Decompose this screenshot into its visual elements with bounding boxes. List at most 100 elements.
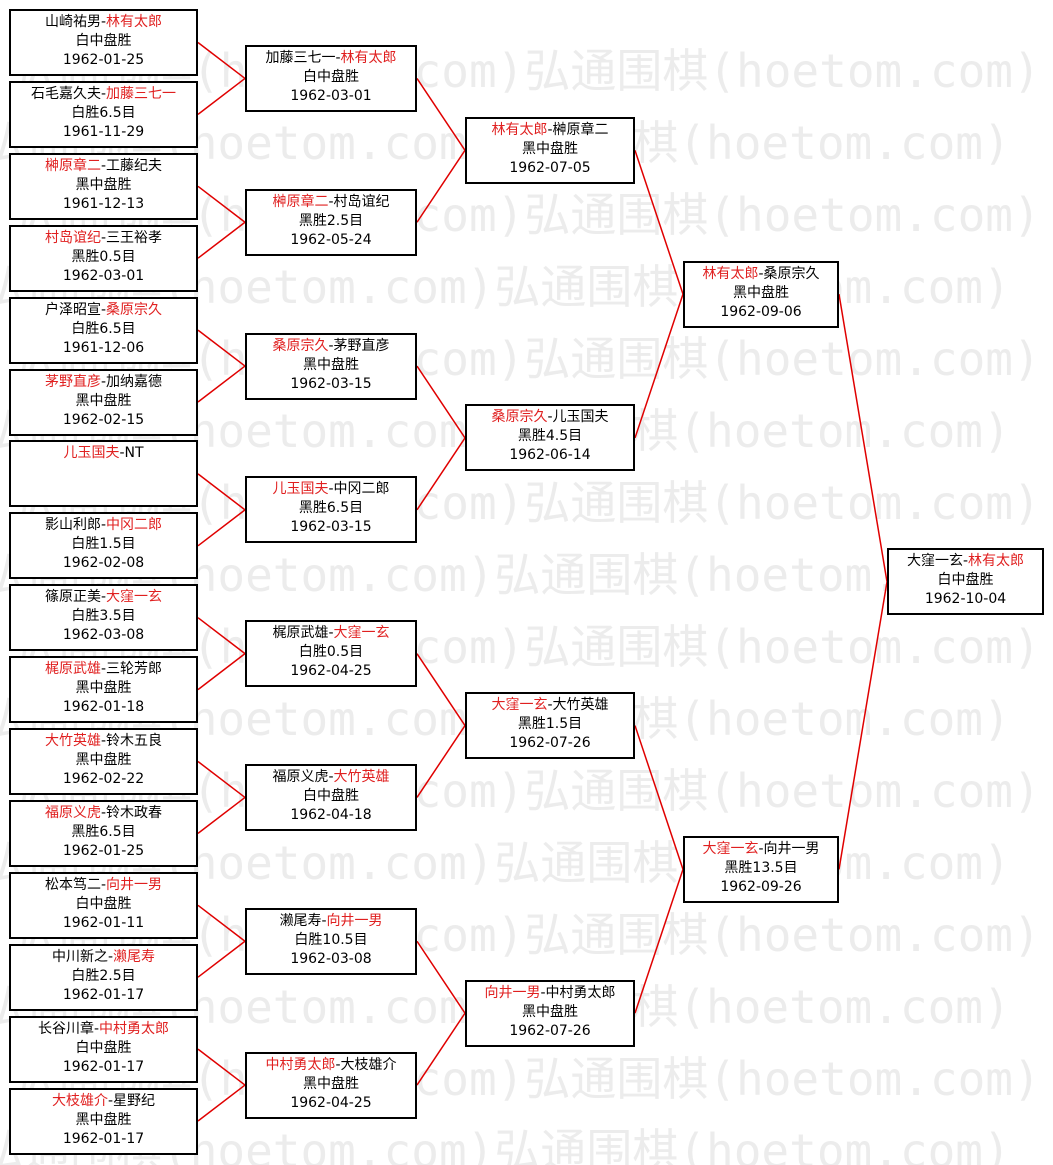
match-date: 1962-02-08 bbox=[62, 555, 145, 571]
player-white: 星野纪 bbox=[113, 1093, 156, 1109]
match-result bbox=[11, 463, 196, 482]
match-result: 黑中盘胜 bbox=[522, 141, 578, 157]
bracket-connector bbox=[634, 725, 684, 870]
bracket-connector bbox=[634, 869, 684, 1014]
player-white: 大竹英雄 bbox=[552, 697, 609, 713]
bracket-connector bbox=[197, 796, 246, 834]
match-result: 黑中盘胜 bbox=[75, 393, 132, 409]
match-date: 1962-03-15 bbox=[290, 376, 372, 392]
match-players: 影山利郎-中冈二郎 bbox=[44, 517, 163, 533]
match-result: 黑中盘胜 bbox=[75, 177, 132, 193]
bracket-connector bbox=[416, 365, 466, 439]
match-result: 白胜6.5目 bbox=[71, 105, 136, 121]
match-result: 黑中盘胜 bbox=[75, 1112, 132, 1128]
bracket-connector bbox=[197, 365, 246, 403]
player-white: 加纳嘉德 bbox=[106, 374, 163, 390]
bracket-connector bbox=[838, 294, 888, 582]
player-black: 中村勇太郎 bbox=[265, 1057, 336, 1073]
match-date: 1962-03-15 bbox=[290, 519, 372, 535]
match-result: 黑胜2.5目 bbox=[298, 213, 364, 229]
match-date: 1962-07-05 bbox=[509, 160, 591, 176]
player-black: 桑原宗久 bbox=[491, 409, 548, 425]
match-players: 濑尾寿-向井一男 bbox=[279, 913, 383, 929]
player-black: 福原义虎 bbox=[44, 805, 101, 821]
match-players: 儿玉国夫-NT bbox=[63, 445, 144, 461]
match-box-round1: 影山利郎-中冈二郎白胜1.5目 1962-02-08 bbox=[9, 512, 198, 579]
player-white: 林有太郎 bbox=[106, 14, 163, 30]
match-result: 白中盘胜 bbox=[303, 788, 359, 804]
match-result: 白中盘胜 bbox=[75, 33, 132, 49]
player-black: 向井一男 bbox=[484, 985, 541, 1001]
player-white: 林有太郎 bbox=[340, 50, 397, 66]
player-black: 篠原正美 bbox=[44, 589, 101, 605]
match-result: 黑中盘胜 bbox=[733, 285, 789, 301]
bracket-connector bbox=[634, 150, 684, 295]
match-box-round3: 林有太郎-榊原章二黑中盘胜 1962-07-05 bbox=[465, 117, 635, 184]
bracket-connector bbox=[416, 78, 466, 151]
player-white: 向井一男 bbox=[326, 913, 383, 929]
player-black: 石毛嘉久夫 bbox=[30, 86, 101, 102]
match-players: 林有太郎-榊原章二 bbox=[491, 122, 609, 138]
match-date: 1962-02-15 bbox=[62, 412, 145, 428]
bracket-connector bbox=[634, 293, 684, 439]
bracket-connector bbox=[197, 41, 246, 80]
player-white: 中冈二郎 bbox=[106, 517, 163, 533]
player-black: 大竹英雄 bbox=[44, 733, 101, 749]
player-black: 榊原章二 bbox=[272, 194, 329, 210]
player-white: 铃木政春 bbox=[106, 805, 163, 821]
bracket-connector bbox=[416, 940, 466, 1014]
match-players: 梶原武雄-大窪一玄 bbox=[272, 625, 390, 641]
match-result: 白胜10.5目 bbox=[294, 932, 368, 948]
match-players: 大窪一玄-林有太郎 bbox=[906, 553, 1025, 569]
match-date: 1962-10-04 bbox=[924, 591, 1007, 607]
player-black: 榊原章二 bbox=[44, 158, 101, 174]
match-date: 1962-04-18 bbox=[290, 807, 372, 823]
match-box-round1: 茅野直彦-加纳嘉德黑中盘胜 1962-02-15 bbox=[9, 369, 198, 436]
bracket-connector bbox=[197, 904, 246, 942]
player-black: 大窪一玄 bbox=[702, 841, 759, 857]
match-result: 黑中盘胜 bbox=[75, 752, 132, 768]
match-date: 1962-04-25 bbox=[290, 1095, 372, 1111]
match-players: 户泽昭宣-桑原宗久 bbox=[44, 302, 163, 318]
match-result: 白中盘胜 bbox=[75, 1040, 132, 1056]
player-black: 福原义虎 bbox=[272, 769, 329, 785]
match-date: 1962-01-11 bbox=[62, 915, 145, 931]
player-white: 大窪一玄 bbox=[106, 589, 163, 605]
player-black: 大窪一玄 bbox=[491, 697, 548, 713]
match-date: 1962-03-08 bbox=[290, 951, 372, 967]
player-white: 儿玉国夫 bbox=[552, 409, 609, 425]
match-players: 茅野直彦-加纳嘉德 bbox=[44, 374, 163, 390]
bracket-connector bbox=[197, 760, 246, 799]
match-players: 梶原武雄-三轮芳郎 bbox=[44, 661, 163, 677]
player-black: 村岛谊纪 bbox=[44, 230, 101, 246]
match-result: 黑中盘胜 bbox=[75, 680, 132, 696]
player-black: 大枝雄介 bbox=[51, 1093, 108, 1109]
player-black: 儿玉国夫 bbox=[272, 481, 329, 497]
match-date: 1961-11-29 bbox=[62, 124, 145, 140]
bracket-connector bbox=[197, 185, 246, 223]
match-result: 白胜1.5目 bbox=[71, 536, 136, 552]
bracket-connector bbox=[197, 473, 246, 511]
bracket-connector bbox=[197, 1048, 246, 1086]
player-black: 茅野直彦 bbox=[44, 374, 101, 390]
match-players: 福原义虎-铃木政春 bbox=[44, 805, 163, 821]
player-black: 长谷川章 bbox=[37, 1021, 94, 1037]
match-players: 林有太郎-桑原宗久 bbox=[702, 266, 820, 282]
match-result: 黑胜1.5目 bbox=[517, 716, 583, 732]
match-players: 桑原宗久-茅野直彦 bbox=[272, 338, 390, 354]
match-result: 黑胜6.5目 bbox=[71, 824, 136, 840]
